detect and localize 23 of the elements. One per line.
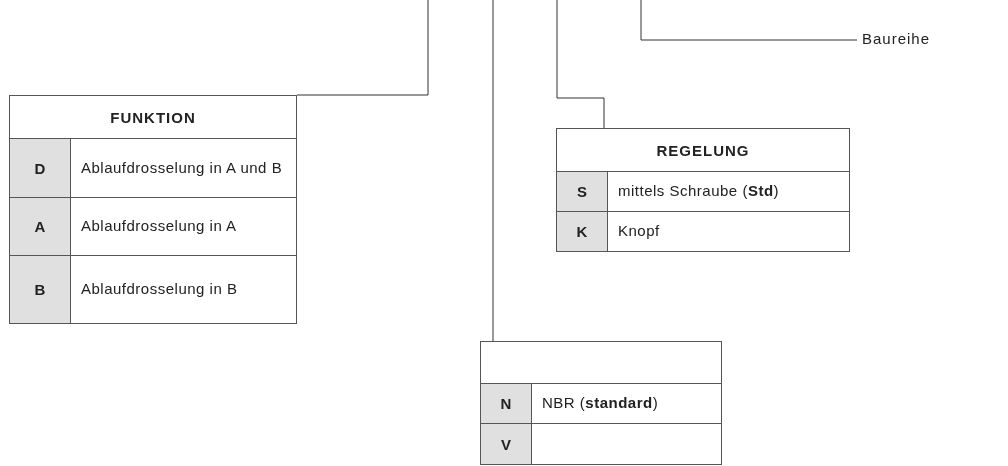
leader-line xyxy=(492,0,494,342)
description-cell-text: mittels Schraube (Std) xyxy=(617,181,781,202)
code-cell: K xyxy=(557,212,608,251)
code-cell: V xyxy=(481,424,532,464)
description-cell-text: Knopf xyxy=(617,221,661,242)
series-label: Baureihe xyxy=(862,30,931,47)
table-header: FUNKTION xyxy=(109,107,197,128)
description-cell-text: Ablaufdrosselung in A xyxy=(80,216,238,237)
code-cell: N xyxy=(481,384,532,423)
description-cell-text: Ablaufdrosselung in A und B xyxy=(80,157,284,178)
code-table xyxy=(9,95,297,324)
leader-line xyxy=(556,0,605,129)
code-cell: B xyxy=(10,256,71,323)
description-cell-text: Ablaufdrosselung in B xyxy=(80,279,239,300)
leader-line xyxy=(296,0,429,96)
code-table xyxy=(556,128,850,252)
leader-line xyxy=(640,0,858,41)
description-cell-text: NBR (standard) xyxy=(541,393,660,414)
code-table xyxy=(480,341,722,465)
code-cell: S xyxy=(557,172,608,211)
table-header: REGELUNG xyxy=(655,140,751,161)
code-cell: D xyxy=(10,139,71,197)
code-cell: A xyxy=(10,198,71,255)
